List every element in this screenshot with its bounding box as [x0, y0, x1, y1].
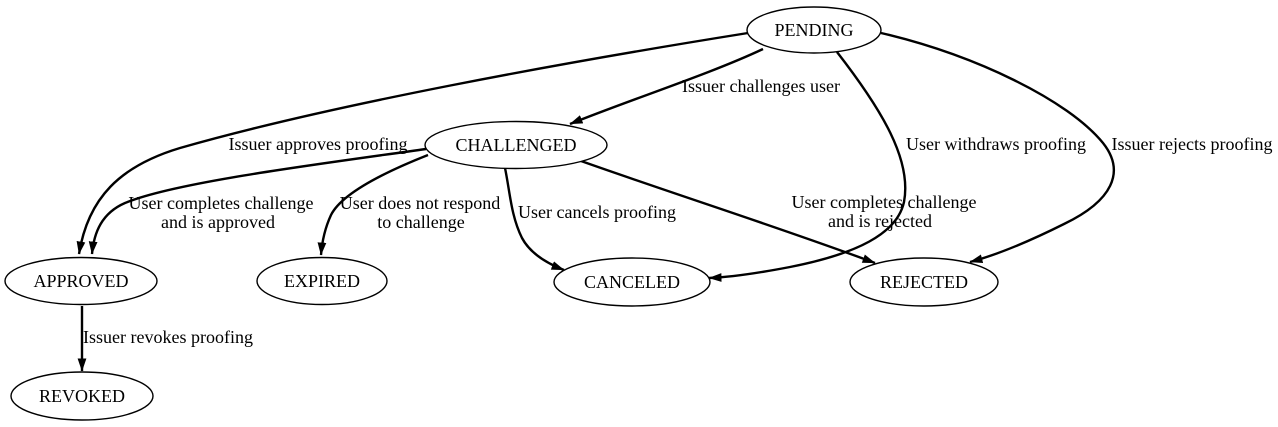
edge-label-line2: and is approved	[161, 212, 275, 232]
node-ellipse	[746, 6, 882, 54]
edge-challenged-to-approved: User completes challenge and is approved	[88, 147, 427, 255]
node-ellipse	[424, 120, 608, 170]
edge-line	[317, 153, 429, 256]
edge-line	[880, 31, 1115, 264]
edge-challenged-to-expired: User does not respond to challenge	[317, 153, 500, 256]
state-node-expired: EXPIRED	[256, 256, 388, 306]
edge-label-line2: and is rejected	[828, 211, 932, 231]
state-node-challenged: CHALLENGED	[424, 120, 608, 170]
edge-label: Issuer approves proofing	[229, 134, 408, 154]
node-label: APPROVED	[33, 271, 128, 291]
edge-pending-to-rejected: Issuer rejects proofing	[880, 31, 1273, 264]
edge-line	[708, 51, 907, 282]
edge-pending-to-canceled: User withdraws proofing	[708, 51, 1086, 282]
node-label: REJECTED	[880, 272, 968, 292]
node-ellipse	[10, 371, 154, 421]
state-node-canceled: CANCELED	[553, 257, 711, 307]
node-ellipse	[849, 257, 999, 307]
edge-pending-to-challenged: Issuer challenges user	[569, 47, 840, 126]
edge-line	[88, 147, 427, 255]
edge-challenged-to-rejected: User completes challenge and is rejected	[580, 159, 977, 265]
state-node-pending: PENDING	[746, 6, 882, 54]
node-label: CANCELED	[584, 272, 680, 292]
edge-pending-to-approved: Issuer approves proofing	[76, 31, 749, 255]
node-ellipse	[553, 257, 711, 307]
edge-label: Issuer revokes proofing	[83, 327, 253, 347]
state-node-approved: APPROVED	[4, 256, 158, 306]
edge-label-line1: User completes challenge	[792, 192, 977, 212]
edge-label: User withdraws proofing	[906, 134, 1086, 154]
edge-line	[580, 159, 876, 265]
node-ellipse	[4, 256, 158, 306]
edge-line	[76, 31, 749, 255]
edge-challenged-to-canceled: User cancels proofing	[503, 167, 676, 272]
node-label: PENDING	[775, 20, 854, 40]
state-node-rejected: REJECTED	[849, 257, 999, 307]
nodes-layer: PENDING CHALLENGED APPROVED EXPIRED CANC…	[4, 6, 999, 421]
edge-line	[503, 167, 565, 272]
node-ellipse	[256, 256, 388, 306]
node-label: REVOKED	[39, 386, 125, 406]
edge-label: Issuer challenges user	[682, 76, 840, 96]
edge-label-line2: to challenge	[377, 212, 464, 232]
edge-label-line1: User does not respond	[340, 193, 500, 213]
edge-label-line1: User completes challenge	[129, 193, 314, 213]
edges-layer: Issuer challenges user Issuer approves p…	[76, 31, 1273, 372]
edge-label: User cancels proofing	[518, 202, 676, 222]
edge-approved-to-revoked: Issuer revokes proofing	[77, 306, 253, 372]
node-label: CHALLENGED	[456, 135, 577, 155]
edge-line	[569, 47, 764, 126]
node-label: EXPIRED	[284, 271, 360, 291]
edge-label: Issuer rejects proofing	[1112, 134, 1273, 154]
state-node-revoked: REVOKED	[10, 371, 154, 421]
